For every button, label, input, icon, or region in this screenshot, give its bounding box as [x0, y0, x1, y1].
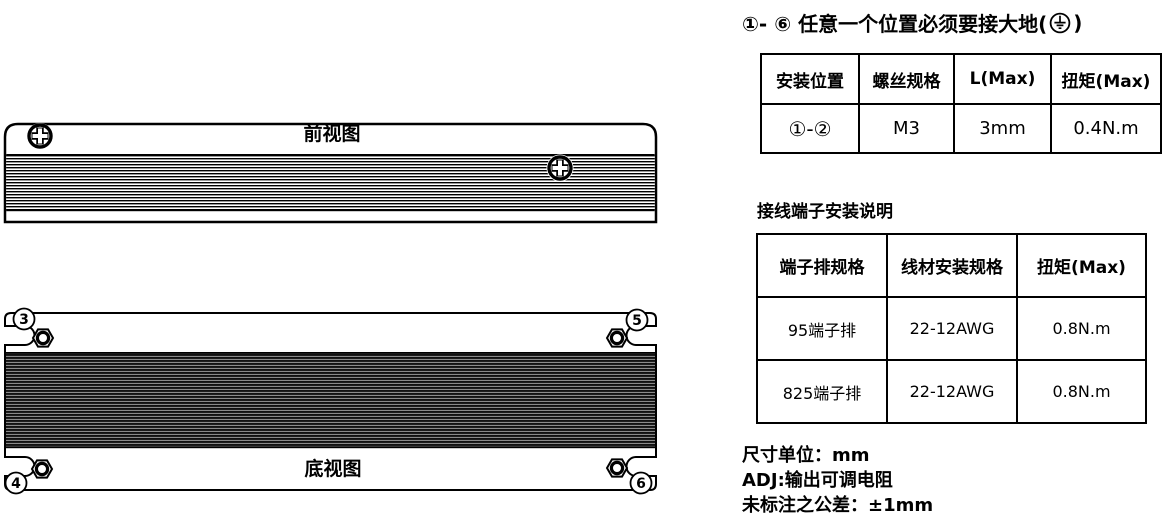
page-title-text: ①- ⑥ 任意一个位置必须要接大地( — [742, 12, 1048, 36]
screw-size-cell: M3 — [858, 103, 955, 154]
front-view-fins — [6, 154, 655, 211]
table-row: 95端子排 22-12AWG 0.8N.m — [756, 296, 1147, 361]
table-row: 825端子排 22-12AWG 0.8N.m — [756, 359, 1147, 424]
screw-table-header: 扭矩(Max) — [1050, 53, 1162, 105]
note-adj: ADJ:输出可调电阻 — [742, 470, 893, 491]
bottom-view-drawing: 3 5 4 6 底视图 — [4, 307, 657, 495]
callout-position-3: 3 — [12, 307, 36, 331]
screw-table-header: 螺丝规格 — [858, 53, 955, 105]
front-view-label: 前视图 — [303, 122, 360, 145]
wire-gauge-cell: 22-12AWG — [886, 359, 1018, 424]
terminal-section-title: 接线端子安装说明 — [757, 202, 893, 222]
torque-max-cell: 0.8N.m — [1016, 359, 1147, 424]
callout-position-6: 6 — [629, 471, 653, 495]
terminal-type-cell: 825端子排 — [756, 359, 888, 424]
terminal-table-header: 扭矩(Max) — [1016, 233, 1147, 298]
page-title-close-paren: ) — [1073, 10, 1083, 35]
terminal-spec-table: 端子排规格 线材安装规格 扭矩(Max) 95端子排 22-12AWG 0.8N… — [756, 233, 1147, 424]
torque-max-cell: 0.8N.m — [1016, 296, 1147, 361]
notes-block: 尺寸单位：mm ADJ:输出可调电阻 未标注之公差：±1mm — [742, 443, 933, 518]
svg-text:6: 6 — [636, 476, 646, 492]
terminal-type-cell: 95端子排 — [756, 296, 888, 361]
callout-position-4: 4 — [4, 471, 28, 495]
wire-gauge-cell: 22-12AWG — [886, 296, 1018, 361]
svg-text:4: 4 — [11, 476, 21, 492]
install-position-cell: ①-② — [760, 103, 860, 154]
note-units: 尺寸单位：mm — [742, 445, 870, 466]
screw-icon — [27, 123, 53, 149]
hex-nut-icon — [31, 327, 55, 349]
front-view-drawing: 前视图 — [3, 122, 658, 224]
page-title: ①- ⑥ 任意一个位置必须要接大地( ) — [742, 8, 1162, 37]
screw-table-header: 安装位置 — [760, 53, 860, 105]
terminal-table-header: 端子排规格 — [756, 233, 888, 298]
bottom-view-label: 底视图 — [304, 457, 361, 480]
svg-text:3: 3 — [19, 312, 29, 328]
terminal-table-header: 线材安装规格 — [886, 233, 1018, 298]
screw-icon — [546, 154, 574, 182]
ground-icon — [1049, 12, 1071, 33]
note-tolerance: 未标注之公差：±1mm — [742, 495, 934, 516]
hex-nut-icon — [605, 327, 629, 349]
screw-spec-table: 安装位置 螺丝规格 L(Max) 扭矩(Max) ①-② M3 3mm 0.4N… — [760, 53, 1162, 154]
hex-nut-icon — [30, 458, 54, 480]
length-max-cell: 3mm — [953, 103, 1052, 154]
screw-table-header: L(Max) — [953, 53, 1052, 105]
bottom-view-fins — [6, 352, 655, 448]
table-row: ①-② M3 3mm 0.4N.m — [760, 103, 1162, 154]
callout-position-5: 5 — [625, 308, 649, 332]
svg-text:5: 5 — [632, 313, 642, 329]
torque-max-cell: 0.4N.m — [1050, 103, 1162, 154]
hex-nut-icon — [605, 457, 629, 479]
